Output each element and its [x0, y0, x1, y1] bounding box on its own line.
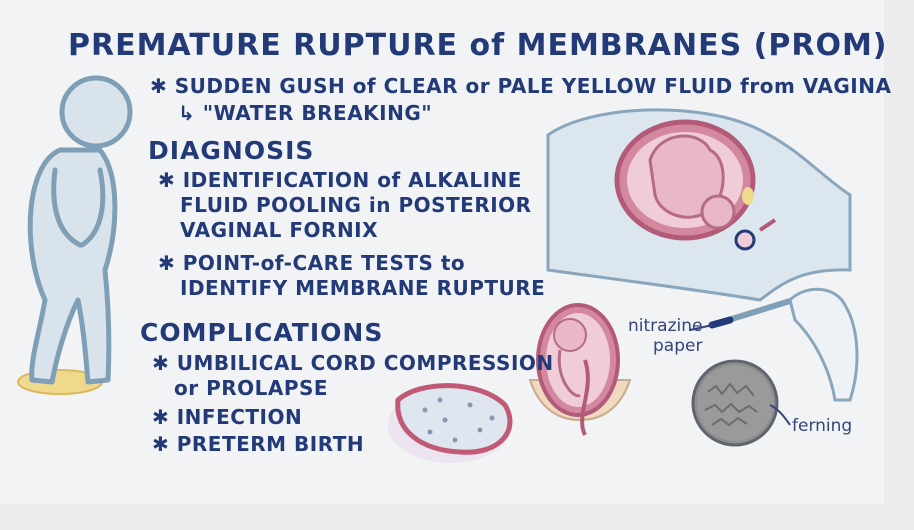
complication-item: ✱ UMBILICAL CORD COMPRESSION or PROLAPSE: [152, 351, 554, 401]
complication-item: ✱ PRETERM BIRTH: [152, 432, 365, 456]
diagnosis-heading: DIAGNOSIS: [148, 136, 315, 165]
page-title: PREMATURE RUPTURE of MEMBRANES (PROM): [68, 28, 888, 63]
cord-prolapse-illustration: [528, 303, 632, 436]
diagnosis-line: IDENTIFY MEMBRANE RUPTURE: [180, 276, 546, 300]
diagnosis-line: ✱ POINT-of-CARE TESTS to: [158, 251, 466, 275]
nitrazine-paper-label: nitrazine paper: [628, 316, 702, 356]
complication-line: ✱ UMBILICAL CORD COMPRESSION: [152, 351, 554, 375]
nitrazine-label-line: nitrazine: [628, 316, 703, 336]
hand-with-nitrazine-paper: [708, 287, 859, 402]
diagnosis-line: VAGINAL FORNIX: [180, 218, 379, 242]
intro-bullet: ✱ SUDDEN GUSH of CLEAR or PALE YELLOW FL…: [150, 74, 892, 98]
nitrazine-label-line: paper: [653, 336, 703, 356]
uterus-cross-section: [546, 108, 852, 302]
illustrations: [17, 75, 859, 463]
diagnosis-line: ✱ IDENTIFICATION of ALKALINE: [158, 168, 522, 192]
complication-item: ✱ INFECTION: [152, 405, 303, 429]
diagnosis-line: FLUID POOLING in POSTERIOR: [180, 193, 532, 217]
intro-subnote: ↳ "WATER BREAKING": [178, 101, 433, 125]
ferning-microscopy-circle: [691, 359, 791, 447]
complications-heading: COMPLICATIONS: [140, 318, 384, 347]
diagnosis-item: ✱ IDENTIFICATION of ALKALINE FLUID POOLI…: [158, 168, 532, 243]
standing-person-figure: [17, 75, 133, 395]
complication-line: or PROLAPSE: [174, 376, 329, 400]
infected-membrane-illustration: [388, 383, 513, 463]
diagnosis-item: ✱ POINT-of-CARE TESTS to IDENTIFY MEMBRA…: [158, 251, 545, 301]
ferning-label: ferning: [792, 416, 853, 436]
nitrazine-pointer: [689, 324, 713, 331]
infographic-board: PREMATURE RUPTURE of MEMBRANES (PROM) ✱ …: [17, 28, 891, 463]
